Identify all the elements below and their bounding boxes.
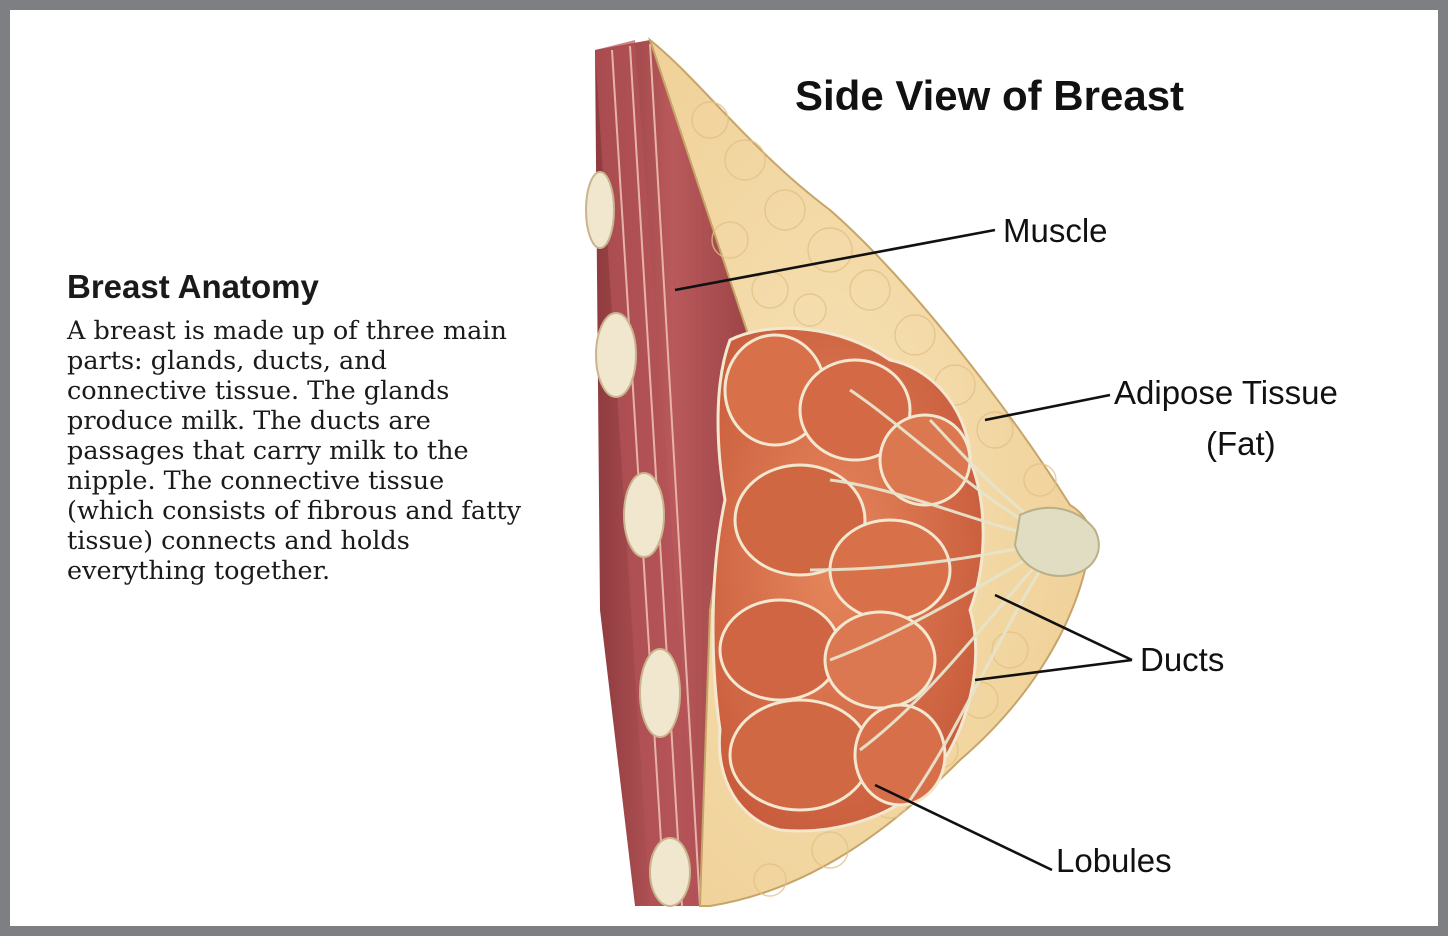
lobules [713,328,983,831]
diagram-title: Side View of Breast [795,72,1184,119]
breast-diagram: Side View of Breast Muscle Adipose Tissu… [10,10,1438,926]
label-muscle: Muscle [1003,212,1108,249]
label-ducts: Ducts [1140,641,1224,678]
label-lobules: Lobules [1056,842,1172,879]
page-frame: Breast Anatomy A breast is made up of th… [10,10,1438,926]
label-adipose-fat: (Fat) [1206,425,1276,462]
label-adipose-tissue: Adipose Tissue [1114,374,1338,411]
